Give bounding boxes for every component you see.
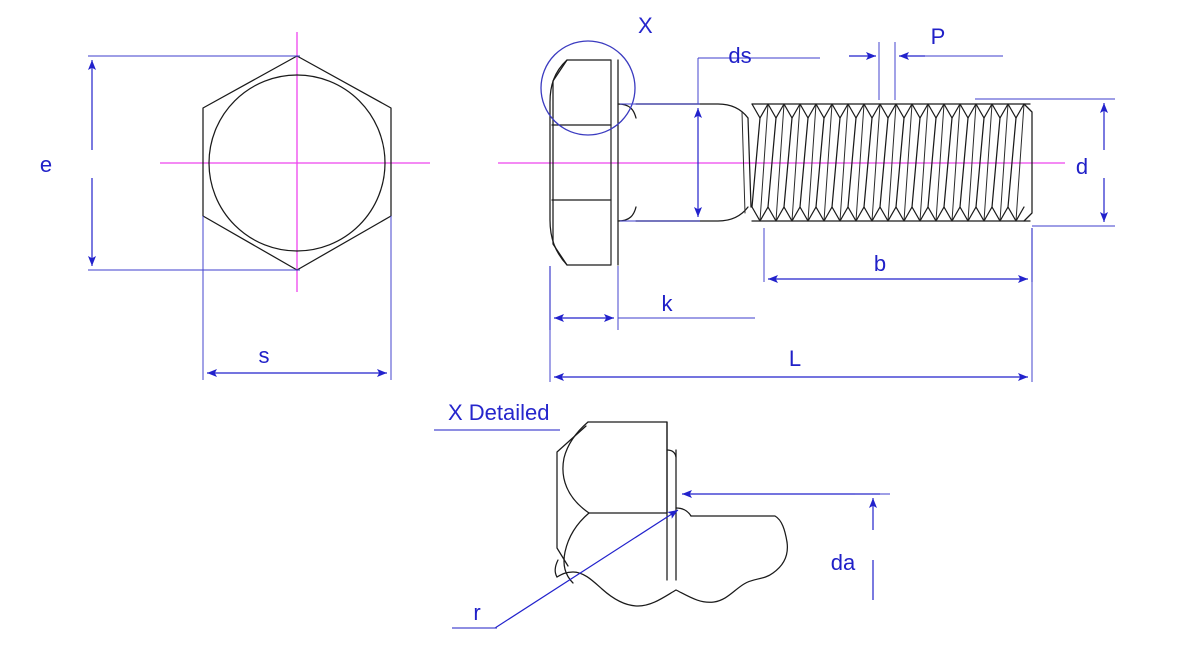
detail-head-chamfer-arc-lower bbox=[563, 512, 590, 584]
shank-top-line bbox=[635, 103, 749, 119]
bolt-head-chamfer-left bbox=[549, 59, 568, 266]
d-dimension-label: d bbox=[1076, 154, 1088, 179]
detail-head-top-face bbox=[587, 421, 668, 514]
side-view-group: X ds P d b bbox=[498, 13, 1115, 382]
detail-head-left-outer-edge bbox=[556, 425, 587, 567]
l-dimension-label: L bbox=[789, 346, 801, 371]
x-detailed-title: X Detailed bbox=[448, 400, 550, 425]
thread-flank-lines bbox=[751, 117, 1017, 208]
da-dimension-label: da bbox=[831, 550, 856, 575]
thread-runout-left-inner bbox=[741, 111, 746, 214]
head-shank-fillet-top bbox=[617, 103, 637, 119]
thread-crest-zigzag-top bbox=[751, 103, 1025, 119]
x-callout-label: X bbox=[638, 13, 653, 38]
front-view-group: e s bbox=[40, 32, 430, 380]
thread-runout-left bbox=[747, 117, 752, 208]
thread-flank-lines-secondary bbox=[759, 103, 1025, 222]
bolt-end-chamfer bbox=[1023, 103, 1033, 222]
detail-fillet-radius-arc bbox=[675, 507, 692, 517]
r-leader-diagonal bbox=[494, 509, 679, 629]
detail-head-chamfer-arc-upper bbox=[562, 421, 590, 514]
detail-view-group: X Detailed r bbox=[434, 400, 890, 629]
k-dimension-label: k bbox=[662, 291, 674, 316]
detail-bearing-face-top-bend bbox=[666, 449, 677, 458]
e-dimension-label: e bbox=[40, 152, 52, 177]
detail-break-line-right bbox=[675, 541, 789, 603]
detail-break-line-left bbox=[556, 571, 677, 607]
b-dimension-label: b bbox=[874, 251, 886, 276]
hex-head-chamfer-circle bbox=[208, 74, 386, 252]
ds-dimension-label: ds bbox=[728, 43, 751, 68]
p-dimension-label: P bbox=[931, 24, 946, 49]
x-callout-circle bbox=[540, 40, 636, 136]
detail-break-line-tail bbox=[554, 559, 559, 578]
head-shank-fillet-bottom bbox=[617, 206, 637, 222]
r-dimension-label: r bbox=[473, 600, 480, 625]
shank-bottom-line bbox=[635, 206, 749, 222]
s-dimension-label: s bbox=[259, 343, 270, 368]
detail-shank-top-surface bbox=[690, 515, 788, 543]
